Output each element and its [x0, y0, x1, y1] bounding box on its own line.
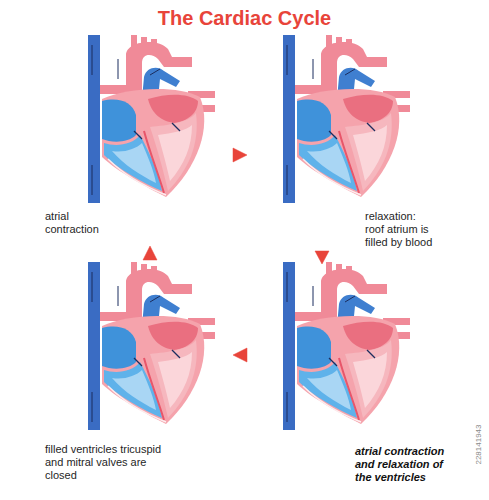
cycle-arrow	[233, 148, 247, 162]
watermark-id: 228141943	[474, 424, 483, 464]
stage-caption: atrial contraction	[45, 210, 117, 236]
title-area: The Cardiac Cycle	[0, 6, 489, 30]
heart-illustration	[88, 262, 215, 430]
title: The Cardiac Cycle	[158, 6, 331, 30]
stage-panel: filled ventricles tricuspid and mitral v…	[40, 260, 233, 494]
cycle-arrow	[233, 348, 247, 362]
stage-panel: relaxation: roof atrium is filled by blo…	[247, 32, 475, 251]
heart-illustration	[283, 262, 410, 430]
stage-caption: relaxation: roof atrium is filled by blo…	[365, 210, 435, 249]
stage-panel: atrial contraction	[40, 32, 233, 246]
stage-caption: atrial contraction and relaxation of the…	[355, 445, 460, 484]
cycle-arrow	[143, 246, 157, 260]
stage-panel: atrial contraction and relaxation of the…	[247, 264, 475, 494]
cycle-arrow	[315, 251, 329, 264]
heart-illustration	[283, 35, 410, 203]
stage-caption: filled ventricles tricuspid and mitral v…	[45, 443, 165, 482]
heart-illustration	[88, 35, 215, 203]
